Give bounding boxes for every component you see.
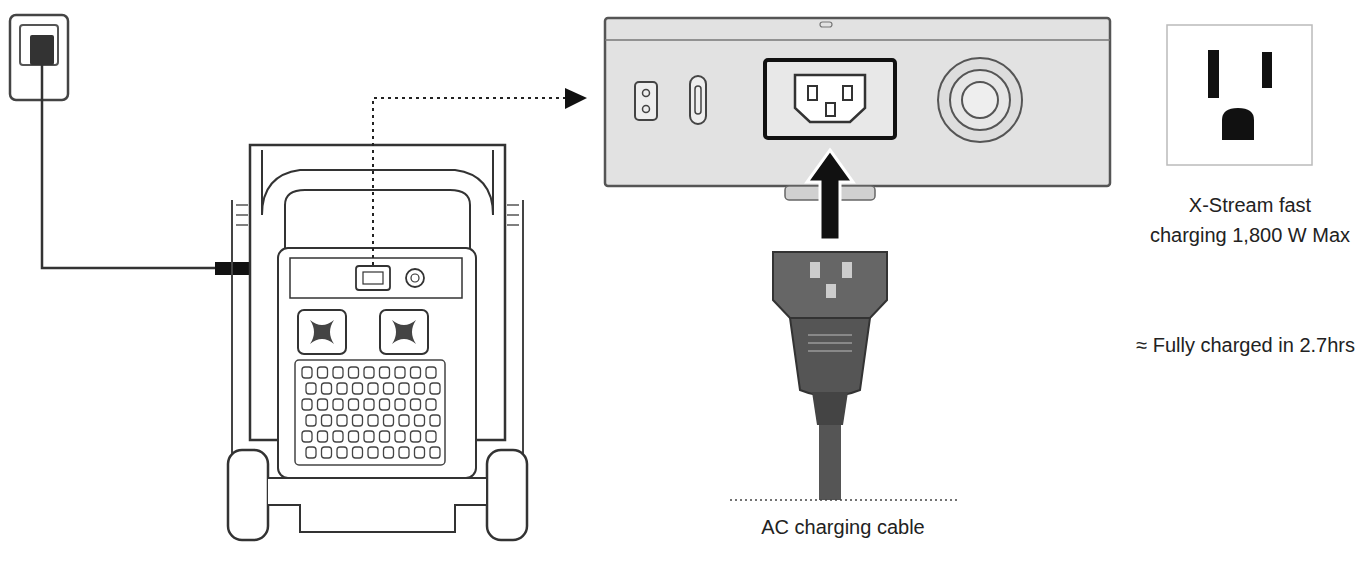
- vent-hole: [415, 447, 425, 458]
- vent-hole: [384, 383, 394, 394]
- vent-hole: [302, 367, 312, 378]
- us-outlet: [1167, 25, 1312, 165]
- vent-hole: [302, 431, 312, 442]
- vent-hole: [318, 399, 328, 410]
- charge-time-note: ≈ Fully charged in 2.7hrs: [1136, 330, 1355, 360]
- vent-hole: [353, 447, 363, 458]
- vent-hole: [430, 383, 440, 394]
- vent-hole: [415, 383, 425, 394]
- vent-hole: [353, 383, 363, 394]
- vent-hole: [322, 447, 332, 458]
- vent-hole: [380, 367, 390, 378]
- plug-in-arrow: [807, 150, 853, 240]
- cut-line: [730, 499, 957, 501]
- vent-hole: [333, 367, 343, 378]
- vent-hole: [306, 447, 316, 458]
- vent-hole: [368, 447, 378, 458]
- vent-hole: [322, 415, 332, 426]
- vent-hole: [318, 367, 328, 378]
- vent-hole: [302, 399, 312, 410]
- vent-hole: [384, 415, 394, 426]
- cable-caption: AC charging cable: [761, 512, 924, 542]
- vent-hole: [399, 383, 409, 394]
- vent-hole: [333, 399, 343, 410]
- vent-hole: [306, 383, 316, 394]
- vent-hole: [430, 447, 440, 458]
- vent-hole: [349, 399, 359, 410]
- vent-hole: [368, 383, 378, 394]
- vent-hole: [411, 431, 421, 442]
- vent-hole: [364, 399, 374, 410]
- vent-hole: [384, 447, 394, 458]
- vent-hole: [380, 399, 390, 410]
- vent-hole: [322, 383, 332, 394]
- power-cable: [42, 65, 215, 268]
- vent-hole: [395, 367, 405, 378]
- vent-hole: [415, 415, 425, 426]
- vent-hole: [364, 431, 374, 442]
- vent-hole: [318, 431, 328, 442]
- vent-hole: [395, 399, 405, 410]
- vent-hole: [349, 367, 359, 378]
- vent-hole: [337, 415, 347, 426]
- zoom-leader: [373, 98, 582, 265]
- vent-hole: [349, 431, 359, 442]
- vent-hole: [411, 399, 421, 410]
- vent-hole: [337, 447, 347, 458]
- vent-hole: [399, 447, 409, 458]
- vent-hole: [399, 415, 409, 426]
- vent-hole: [368, 415, 378, 426]
- vent-hole: [337, 383, 347, 394]
- vent-hole: [395, 431, 405, 442]
- inlet-panel-closeup: [605, 18, 1110, 200]
- vent-hole: [426, 399, 436, 410]
- wall-socket: [10, 15, 68, 100]
- vent-hole: [380, 431, 390, 442]
- vent-hole: [364, 367, 374, 378]
- vent-hole: [426, 431, 436, 442]
- vent-hole: [426, 367, 436, 378]
- vent-hole: [306, 415, 316, 426]
- vent-hole: [333, 431, 343, 442]
- ac-plug: [773, 252, 887, 500]
- power-station: [228, 145, 527, 540]
- vent-hole: [353, 415, 363, 426]
- charging-spec: X-Stream fast charging 1,800 W Max: [1149, 190, 1352, 250]
- vent-hole: [411, 367, 421, 378]
- zoom-arrowhead: [565, 88, 587, 109]
- vent-hole: [430, 415, 440, 426]
